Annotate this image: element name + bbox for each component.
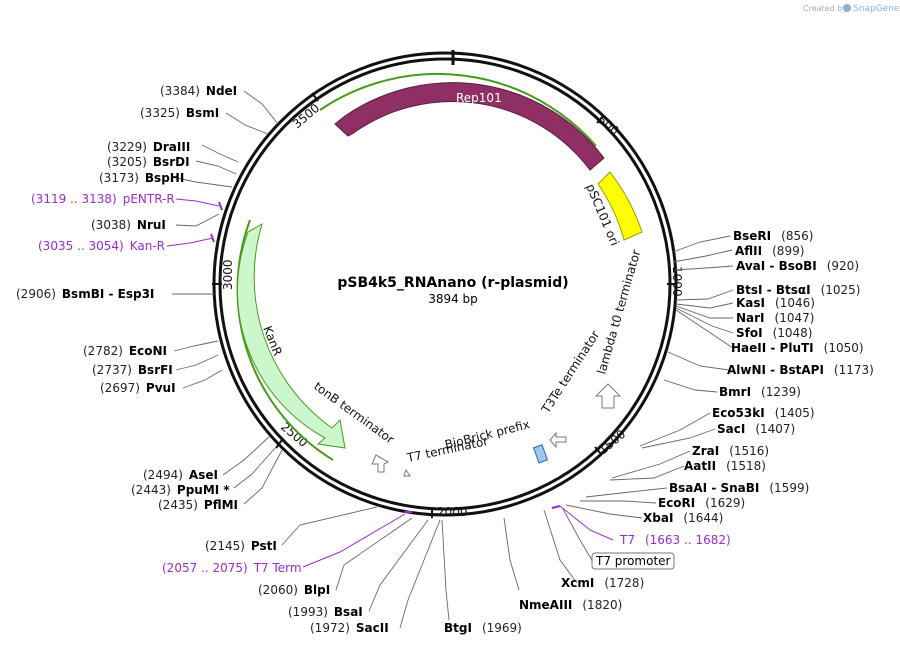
site-label-left-17[interactable]: (2060)BlpI [258, 583, 330, 597]
site-label-left-11[interactable]: (2697)PvuI [100, 381, 176, 395]
rep101-direction-line [319, 72, 597, 147]
left-site-labels: (3384)NdeI (3325)BsmI (3229)DraIII (3205… [16, 84, 389, 635]
t7-primer-marker [551, 505, 561, 509]
left-leader-lines [171, 90, 441, 629]
created-by-text: Created by [803, 4, 847, 13]
right-primer-leaders [559, 505, 614, 541]
t3te-terminator-icon [549, 431, 567, 449]
site-label-left-9[interactable]: (2782)EcoNI [83, 344, 167, 358]
tick-label-2000: 2000 [437, 505, 468, 519]
pentr-r-marker [218, 201, 223, 211]
tick-label-1000: 1000 [670, 266, 684, 297]
site-label-right-17[interactable]: T7(1663 .. 1682) [619, 533, 731, 547]
rep101-feature[interactable] [334, 82, 605, 171]
site-label-right-11[interactable]: SacI(1407) [717, 422, 795, 436]
site-label-left-12[interactable]: (2494)AseI [143, 468, 218, 482]
t7-promoter-box [591, 552, 675, 570]
site-label-right-1[interactable]: AflII(899) [735, 244, 804, 258]
site-label-right-5[interactable]: NarI(1047) [736, 311, 814, 325]
site-label-right-16[interactable]: XbaI(1644) [643, 511, 723, 525]
site-label-right-15[interactable]: EcoRI(1629) [658, 496, 745, 510]
kanr-feature[interactable] [236, 222, 346, 449]
site-label-right-20[interactable]: BtgI(1969) [444, 621, 522, 635]
kanr-direction-line [236, 219, 334, 461]
tick-marks [212, 92, 677, 518]
site-label-right-18[interactable]: XcmI(1728) [561, 576, 644, 590]
lambda-terminator-icon [594, 383, 622, 409]
site-label-left-15[interactable]: (2145)PstI [205, 539, 277, 553]
site-label-left-3[interactable]: (3205)BsrDI [107, 155, 190, 169]
biobrick-prefix-box[interactable] [532, 444, 549, 464]
tick-label-3000: 3000 [221, 259, 235, 290]
psc101-ori-feature[interactable] [597, 171, 643, 241]
map-title: pSB4k5_RNAnano (r-plasmid) [337, 275, 568, 291]
right-leader-lines [441, 235, 734, 621]
site-label-right-0[interactable]: BseRI(856) [733, 229, 813, 243]
site-label-right-14[interactable]: BsaAI - SnaBI(1599) [669, 481, 809, 495]
snapgene-brand-text: SnapGene [853, 4, 900, 14]
site-label-left-18[interactable]: (1993)BsaI [288, 605, 363, 619]
site-label-left-16[interactable]: (2057 .. 2075)T7 Term [162, 561, 302, 575]
site-label-right-3[interactable]: BtsI - BtsαI(1025) [736, 283, 860, 297]
site-label-left-19[interactable]: (1972)SacII [310, 621, 389, 635]
site-label-right-4[interactable]: KasI(1046) [736, 296, 815, 310]
site-label-right-8[interactable]: AlwNI - BstAPI(1173) [727, 363, 874, 377]
site-label-left-13[interactable]: (2443)PpuMI * [131, 483, 230, 497]
site-label-left-1[interactable]: (3325)BsmI [140, 106, 219, 120]
tick-label-500: 500 [595, 113, 622, 138]
site-label-left-2[interactable]: (3229)DraIII [107, 140, 190, 154]
site-label-right-7[interactable]: HaeII - PluTI(1050) [731, 341, 864, 355]
site-label-left-6[interactable]: (3038)NruI [91, 218, 166, 232]
t3te-terminator-label: T3Te terminator [538, 328, 602, 416]
site-label-right-12[interactable]: ZraI(1516) [692, 444, 769, 458]
site-label-left-4[interactable]: (3173)BspHI [99, 171, 184, 185]
site-label-right-13[interactable]: AatII(1518) [684, 459, 766, 473]
site-label-right-19[interactable]: NmeAIII(1820) [519, 598, 622, 612]
site-label-right-9[interactable]: BmrI(1239) [719, 385, 801, 399]
t7-terminator-icon [403, 468, 411, 477]
site-label-left-5[interactable]: (3119 .. 3138)pENTR-R [31, 192, 175, 206]
site-label-left-8[interactable]: (2906)BsmBI - Esp3I [16, 287, 154, 301]
right-site-labels: BseRI(856) AflII(899) AvaI - BsoBI(920) … [444, 229, 874, 635]
tonb-terminator-icon [371, 454, 390, 473]
site-label-left-14[interactable]: (2435)PflMI [158, 498, 238, 512]
snapgene-logo-icon [843, 4, 851, 12]
site-label-right-6[interactable]: SfoI(1048) [736, 326, 812, 340]
t7-promoter-label: T7 promoter [595, 554, 671, 568]
snapgene-watermark: Created by SnapGene [803, 4, 900, 14]
site-label-left-10[interactable]: (2737)BsrFI [92, 363, 173, 377]
lambda-t0-terminator-label: lambda t0 terminator [594, 248, 643, 376]
map-size: 3894 bp [428, 292, 478, 306]
site-label-right-10[interactable]: Eco53kI(1405) [712, 406, 815, 420]
site-label-left-0[interactable]: (3384)NdeI [160, 84, 237, 98]
site-label-right-2[interactable]: AvaI - BsoBI(920) [736, 259, 859, 273]
site-label-left-7[interactable]: (3035 .. 3054)Kan-R [38, 239, 165, 253]
rep101-label: Rep101 [456, 91, 502, 105]
left-primer-leaders [166, 198, 406, 568]
